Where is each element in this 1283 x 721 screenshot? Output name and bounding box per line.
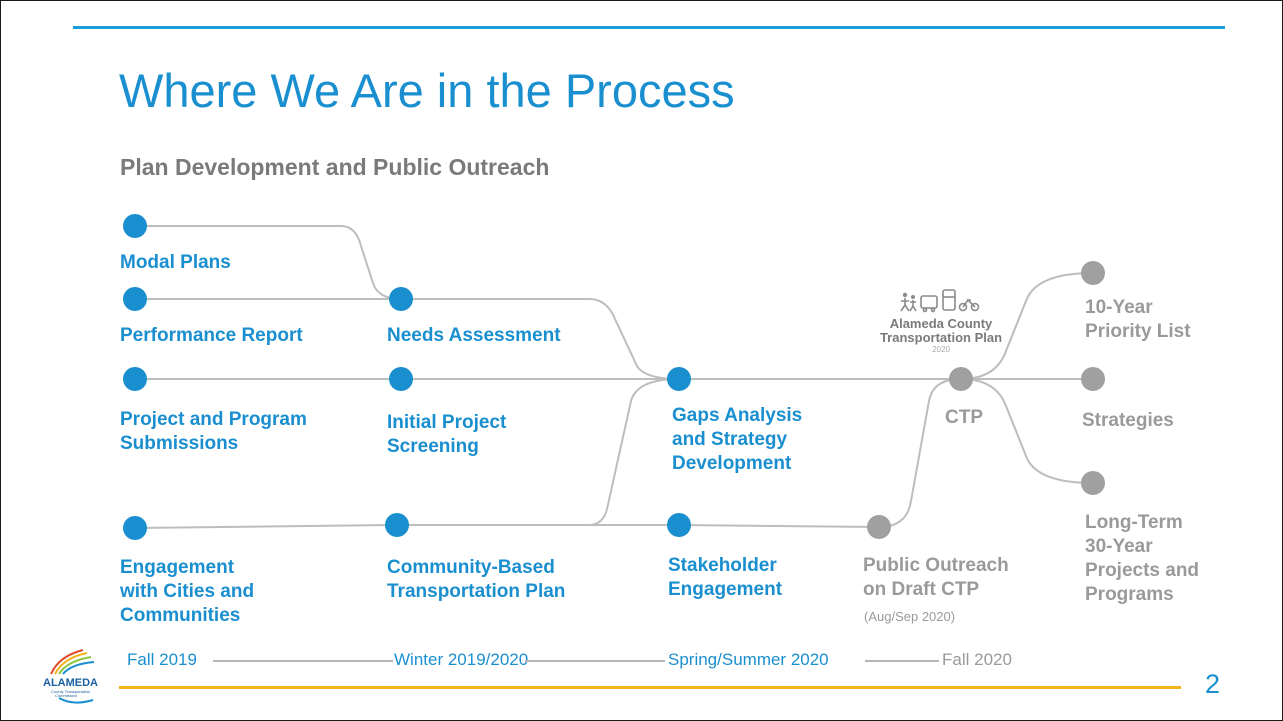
top-rule — [73, 26, 1225, 29]
node-dot-public-outreach — [867, 515, 891, 539]
timeline-connector — [525, 660, 665, 662]
node-label-project-program: Project and Program Submissions — [120, 409, 307, 454]
node-label-engagement-cities: Engagement with Cities and Communities — [120, 557, 255, 626]
node-label-long-term: Long-Term 30-Year Projects and Programs — [1085, 512, 1200, 605]
node-dot-strategies — [1081, 367, 1105, 391]
connector-engagement-cbtp — [134, 524, 398, 529]
node-label-public-outreach: Public Outreach on Draft CTP — [863, 555, 1009, 600]
alameda-logo-icon: ALAMEDA County Transportation Commission — [43, 649, 98, 704]
node-label-performance-report: Performance Report — [120, 325, 303, 346]
node-label-strategies: Strategies — [1082, 410, 1174, 431]
ctp-logo-line1: Alameda County — [889, 316, 993, 331]
ctp-logo-line2: Transportation Plan — [879, 330, 1003, 345]
connector-needs-gaps — [401, 298, 680, 380]
node-label-priority-list: 10-Year Priority List — [1085, 297, 1191, 342]
connector-stakeholder-outreach — [678, 524, 880, 528]
node-label-ctp: CTP — [945, 407, 983, 428]
node-label-cbtp: Community-Based Transportation Plan — [387, 557, 566, 602]
node-label-modal-plans: Modal Plans — [120, 252, 231, 273]
node-dot-modal-plans — [123, 214, 147, 238]
page-number: 2 — [1205, 669, 1221, 699]
node-dot-long-term — [1081, 471, 1105, 495]
transportation-modes-icon — [900, 289, 980, 313]
node-label-public-outreach-date: (Aug/Sep 2020) — [864, 609, 956, 624]
slide-subtitle: Plan Development and Public Outreach — [120, 154, 550, 180]
timeline-winter-2019-2020: Winter 2019/2020 — [394, 650, 529, 669]
slide-title: Where We Are in the Process — [119, 64, 735, 117]
node-dot-ctp — [949, 367, 973, 391]
node-label-gaps-analysis: Gaps Analysis and Strategy Development — [672, 405, 803, 474]
node-label-stakeholder: Stakeholder Engagement — [668, 555, 783, 600]
node-dot-project-program — [123, 367, 147, 391]
node-dot-gaps-analysis — [667, 367, 691, 391]
alameda-ctc-logo: ALAMEDA County Transportation Commission — [39, 646, 107, 710]
timeline-fall-2019: Fall 2019 — [127, 650, 197, 669]
ctp-logo: Alameda County Transportation Plan 2020 — [861, 287, 1021, 355]
node-dot-performance-report — [123, 287, 147, 311]
connector-modal-needs — [141, 225, 402, 300]
timeline-fall-2020: Fall 2020 — [942, 650, 1012, 669]
node-dot-stakeholder — [667, 513, 691, 537]
node-dot-initial-screening — [389, 367, 413, 391]
svg-text:County Transportation: County Transportation — [51, 689, 90, 694]
connector-outreach-ctp — [878, 378, 962, 528]
svg-text:ALAMEDA: ALAMEDA — [43, 677, 98, 689]
node-label-initial-screening: Initial Project Screening — [387, 412, 507, 457]
bottom-rule — [119, 686, 1181, 689]
timeline-connector — [213, 660, 393, 662]
connector-ctp-priority — [960, 272, 1094, 380]
ctp-logo-year: 2020 — [932, 345, 950, 354]
timeline-connector — [865, 660, 939, 662]
node-dot-priority-list — [1081, 261, 1105, 285]
node-dot-needs-assessment — [389, 287, 413, 311]
node-dot-cbtp — [385, 513, 409, 537]
timeline-spring-summer-2020: Spring/Summer 2020 — [668, 650, 829, 669]
node-dot-engagement-cities — [123, 516, 147, 540]
node-label-needs-assessment: Needs Assessment — [387, 325, 561, 346]
svg-text:Commission: Commission — [55, 693, 77, 698]
connector-ctp-longterm — [960, 378, 1094, 484]
